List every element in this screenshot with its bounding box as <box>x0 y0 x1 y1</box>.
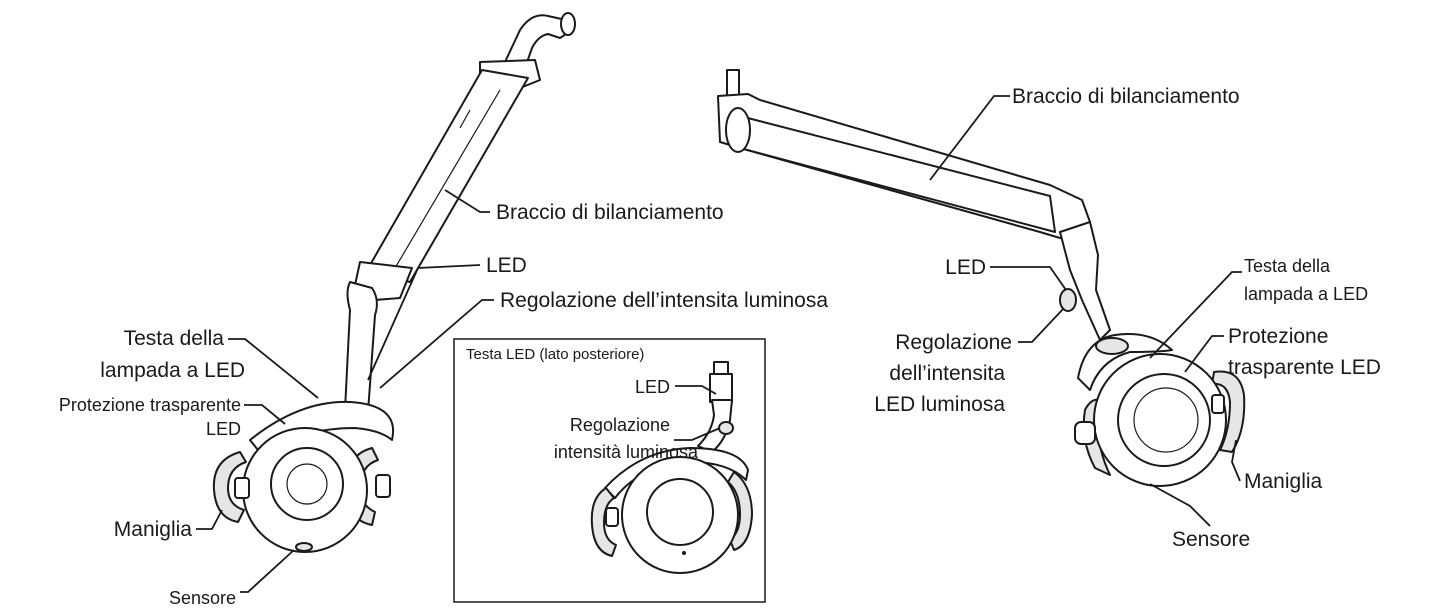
inset-lamp-back <box>646 478 714 546</box>
inset-intensity-label-line2: intensità luminosa <box>554 442 699 462</box>
right-shield-label-line1: Protezione <box>1228 325 1328 348</box>
left-led-leader <box>367 264 481 381</box>
left-lamp-lens <box>270 447 344 521</box>
inset-led-leader <box>675 385 717 395</box>
left-vertical-post <box>344 281 378 413</box>
left-led-label: LED <box>486 254 527 277</box>
inset-knob-left <box>605 507 619 527</box>
left-shield-leader <box>244 404 286 425</box>
left-top-cap <box>560 12 576 36</box>
right-vertical-post <box>1059 221 1111 341</box>
inset-intensity-knob <box>718 421 734 435</box>
right-led-label: LED <box>945 256 986 279</box>
right-lamp-shield <box>1117 373 1211 467</box>
right-intensity-label-line1: Regolazione <box>895 331 1012 354</box>
left-head-label-line1: Testa della <box>124 327 225 350</box>
left-balance-arm <box>365 69 529 283</box>
left-knob-right <box>375 474 391 498</box>
right-shield-leader <box>1184 335 1224 373</box>
left-arm-label: Braccio di bilanciamento <box>496 201 724 224</box>
right-arm-leader <box>929 95 1010 181</box>
inset-title: Testa LED (lato posteriore) <box>466 346 644 363</box>
left-arm-leader <box>444 189 490 213</box>
left-sensor-label: Sensore <box>169 588 236 608</box>
left-shield-label-line2: LED <box>206 419 241 439</box>
left-head-label-line2: lampada a LED <box>100 359 245 382</box>
inset-led-label: LED <box>635 377 670 397</box>
left-sensor-leader <box>240 549 295 593</box>
right-intensity-label-line2: dell’intensita <box>889 362 1005 385</box>
left-handle-label: Maniglia <box>114 518 193 541</box>
right-head-leader <box>1149 271 1242 359</box>
right-knob-left <box>1074 421 1096 445</box>
right-handle-leader <box>1231 439 1241 482</box>
right-hub <box>1095 337 1129 355</box>
left-intensity-leader <box>379 299 494 389</box>
right-intensity-label-line3: LED luminosa <box>874 393 1005 416</box>
right-lamp-drawing <box>717 69 1246 487</box>
left-handle-leader <box>196 509 223 530</box>
inset-post-top <box>709 373 733 403</box>
left-head-leader <box>228 338 319 399</box>
right-sensor-label: Sensore <box>1172 528 1250 551</box>
right-lamp-lens <box>1133 387 1199 453</box>
right-head-label-line1: Testa della <box>1244 256 1331 276</box>
left-intensity-label: Regolazione dell’intensita luminosa <box>500 289 828 312</box>
right-arm-end-cap <box>725 107 751 153</box>
right-arm-label: Braccio di bilanciamento <box>1012 85 1240 108</box>
inset-top-connector <box>713 361 729 375</box>
left-lamp-drawing <box>212 12 576 553</box>
left-handle-left <box>212 451 247 523</box>
left-shield-label-line1: Protezione trasparente <box>59 395 241 415</box>
right-intensity-knob <box>1059 288 1077 312</box>
right-handle-label: Maniglia <box>1244 470 1323 493</box>
right-shield-label-line2: trasparente LED <box>1228 356 1381 379</box>
right-handle-right <box>1211 370 1246 453</box>
right-intensity-leader <box>1018 307 1065 343</box>
inset-intensity-label-line1: Regolazione <box>570 415 670 435</box>
left-knob-left <box>234 477 250 499</box>
left-sensor <box>295 542 313 552</box>
inset-lamp-drawing <box>590 361 753 574</box>
right-sensor-leader <box>1149 483 1211 527</box>
right-head-label-line2: lampada a LED <box>1244 284 1368 304</box>
right-led-leader <box>990 266 1067 291</box>
inset-intensity-leader <box>674 427 721 441</box>
right-knob-right <box>1211 394 1225 414</box>
